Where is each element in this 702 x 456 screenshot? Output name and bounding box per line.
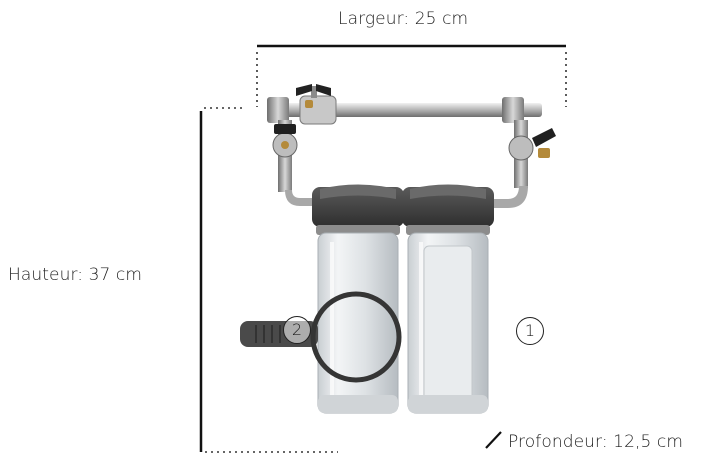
marker-2: 2 [283,316,311,344]
piping [267,84,556,208]
filter-housing-left [312,184,404,414]
marker-1: 1 [516,317,544,345]
right-elbow [492,186,528,208]
right-valve-body [508,135,534,161]
filter-cartridge [423,245,473,407]
left-fitting [267,97,289,123]
wrench-ring [310,291,402,383]
housing-left-cap [312,187,404,227]
depth-slash-icon [485,431,502,449]
right-fitting [502,97,524,123]
right-valve-handle [532,128,556,147]
depth-label: Profondeur: 12,5 cm [508,432,684,452]
top-valve-handle [296,84,312,96]
housing-right-cap [402,187,494,227]
left-valve-handle [274,124,296,134]
left-elbow [285,190,318,206]
filter-housing-right [402,184,494,414]
height-label: Hauteur: 37 cm [8,265,143,285]
horizontal-pipe [276,103,542,117]
top-valve-stem [311,86,317,98]
dimension-lines [199,44,567,453]
top-valve-body [299,95,337,125]
width-label: Largeur: 25 cm [338,9,469,29]
